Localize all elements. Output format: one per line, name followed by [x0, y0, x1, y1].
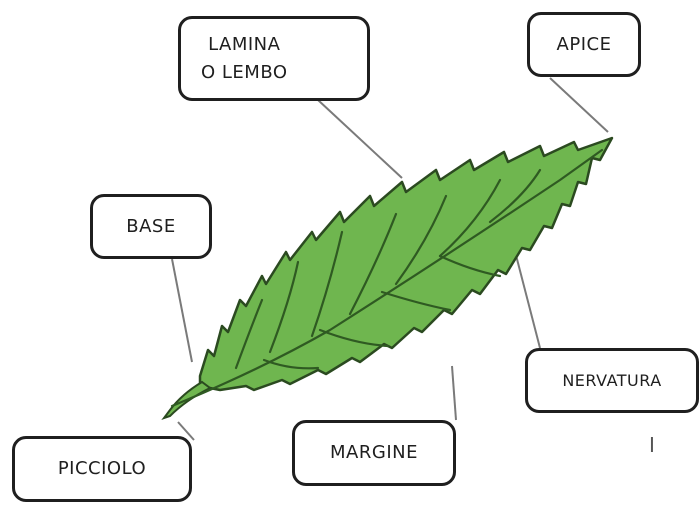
leader-line-base	[172, 259, 192, 362]
label-picciolo: PICCIOLO	[12, 436, 192, 502]
label-base: BASE	[90, 194, 212, 259]
label-lamina-line1: LAMINA	[201, 31, 288, 59]
label-nervatura: NERVATURA	[525, 348, 699, 413]
label-apice: APICE	[527, 12, 641, 77]
label-lamina-line2: O LEMBO	[201, 59, 288, 87]
label-base-text: BASE	[126, 213, 175, 241]
label-margine: MARGINE	[292, 420, 456, 486]
leader-line-margine	[452, 366, 456, 420]
label-picciolo-text: PICCIOLO	[58, 455, 146, 483]
leader-line-apice	[550, 78, 608, 132]
label-lamina: LAMINA O LEMBO	[178, 16, 370, 101]
stray-mark: I	[649, 433, 655, 457]
leader-line-lamina	[318, 100, 402, 178]
label-apice-text: APICE	[557, 31, 612, 59]
label-nervatura-text: NERVATURA	[562, 367, 661, 395]
label-margine-text: MARGINE	[330, 439, 418, 467]
